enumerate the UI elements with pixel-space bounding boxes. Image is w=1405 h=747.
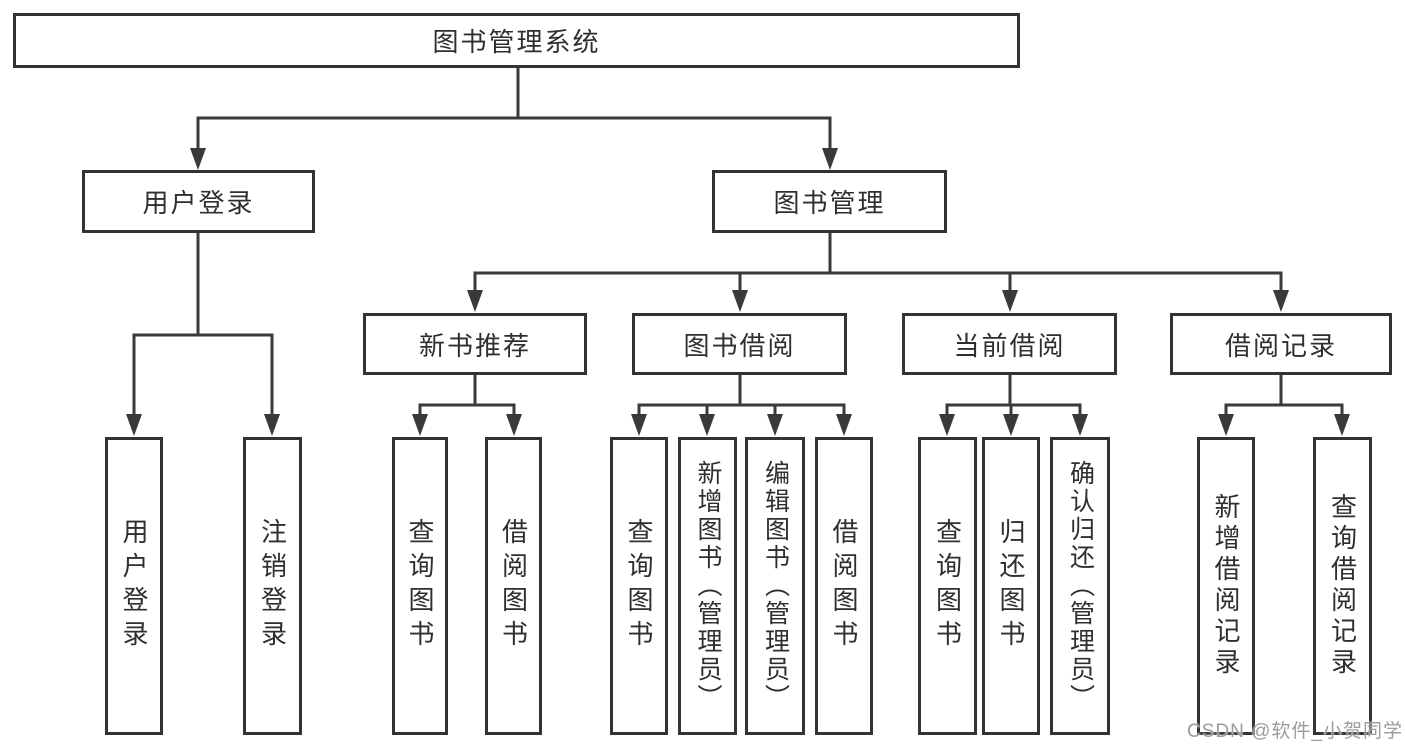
arrowhead — [631, 414, 647, 436]
arrowhead — [190, 148, 206, 170]
node-new-book-recommend-label: 新书推荐 — [418, 330, 531, 361]
node-book-borrowing: 图书借阅 — [632, 313, 847, 375]
arrowhead — [1072, 414, 1088, 436]
node-leaf-borrow-books-borrow-label: 借阅图书 — [829, 518, 859, 654]
arrowhead — [732, 290, 748, 312]
arrowhead — [264, 414, 280, 436]
node-leaf-add-book-admin: 新增图书（管理员） — [678, 437, 737, 735]
node-leaf-logout-label: 注销登录 — [257, 518, 288, 654]
node-leaf-query-books-borrow-label: 查询图书 — [624, 518, 654, 654]
arrowhead — [699, 414, 715, 436]
node-leaf-query-borrow-record: 查询借阅记录 — [1313, 437, 1372, 735]
node-leaf-query-books-borrow: 查询图书 — [610, 437, 668, 735]
node-user-login-label: 用户登录 — [142, 188, 255, 218]
arrowhead — [506, 414, 522, 436]
arrowhead — [822, 148, 838, 170]
node-current-borrowing: 当前借阅 — [902, 313, 1117, 375]
node-leaf-user-login: 用户登录 — [105, 437, 163, 735]
node-leaf-add-borrow-record-label: 新增借阅记录 — [1211, 493, 1241, 679]
node-book-borrowing-label: 图书借阅 — [683, 330, 796, 361]
node-leaf-query-books-current-label: 查询图书 — [932, 518, 963, 654]
arrowhead — [1002, 290, 1018, 312]
node-leaf-logout: 注销登录 — [243, 437, 302, 735]
connector-root-to-level2 — [196, 68, 832, 150]
node-leaf-user-login-label: 用户登录 — [119, 518, 149, 654]
node-leaf-query-books-recommend-label: 查询图书 — [405, 518, 435, 654]
node-leaf-borrow-books-recommend: 借阅图书 — [485, 437, 542, 735]
node-leaf-query-books-current: 查询图书 — [918, 437, 977, 735]
connector-user-login-to-leaves — [132, 233, 274, 418]
node-current-borrowing-label: 当前借阅 — [953, 330, 1066, 361]
connector-book-management-to-level3 — [473, 233, 1283, 294]
node-leaf-query-borrow-record-label: 查询借阅记录 — [1327, 493, 1358, 679]
node-leaf-edit-book-admin: 编辑图书（管理员） — [745, 437, 805, 735]
node-borrowing-records: 借阅记录 — [1170, 313, 1392, 375]
arrowhead — [1273, 290, 1289, 312]
node-borrowing-records-label: 借阅记录 — [1224, 330, 1337, 361]
node-leaf-borrow-books-borrow: 借阅图书 — [815, 437, 873, 735]
connector-new-book-recommend-to-leaves — [418, 375, 516, 418]
arrowhead — [767, 414, 783, 436]
node-leaf-return-book: 归还图书 — [982, 437, 1040, 735]
arrowhead — [939, 414, 955, 436]
node-root-label: 图书管理系统 — [432, 27, 601, 57]
connector-book-borrowing-to-leaves — [637, 375, 846, 418]
arrowhead — [126, 414, 142, 436]
node-new-book-recommend: 新书推荐 — [363, 313, 587, 375]
node-leaf-query-books-recommend: 查询图书 — [392, 437, 448, 735]
node-leaf-confirm-return-admin-label: 确认归还（管理员） — [1066, 460, 1095, 712]
arrowhead — [836, 414, 852, 436]
csdn-watermark: CSDN @软件_小贺同学 — [1187, 721, 1403, 742]
node-leaf-edit-book-admin-label: 编辑图书（管理员） — [761, 460, 790, 712]
node-book-management-label: 图书管理 — [773, 188, 886, 218]
node-root: 图书管理系统 — [13, 13, 1020, 68]
arrowhead — [1334, 414, 1350, 436]
node-leaf-borrow-books-recommend-label: 借阅图书 — [498, 518, 529, 654]
connector-borrowing-records-to-leaves — [1224, 375, 1344, 418]
node-leaf-return-book-label: 归还图书 — [996, 518, 1026, 654]
connector-current-borrowing-to-leaves — [945, 375, 1082, 418]
node-leaf-add-borrow-record: 新增借阅记录 — [1197, 437, 1255, 735]
arrowhead — [412, 414, 428, 436]
node-leaf-confirm-return-admin: 确认归还（管理员） — [1050, 437, 1110, 735]
arrowhead — [1003, 414, 1019, 436]
arrowhead — [1218, 414, 1234, 436]
node-user-login: 用户登录 — [82, 170, 315, 233]
arrowhead — [467, 290, 483, 312]
node-book-management: 图书管理 — [712, 170, 947, 233]
node-leaf-add-book-admin-label: 新增图书（管理员） — [694, 460, 722, 712]
